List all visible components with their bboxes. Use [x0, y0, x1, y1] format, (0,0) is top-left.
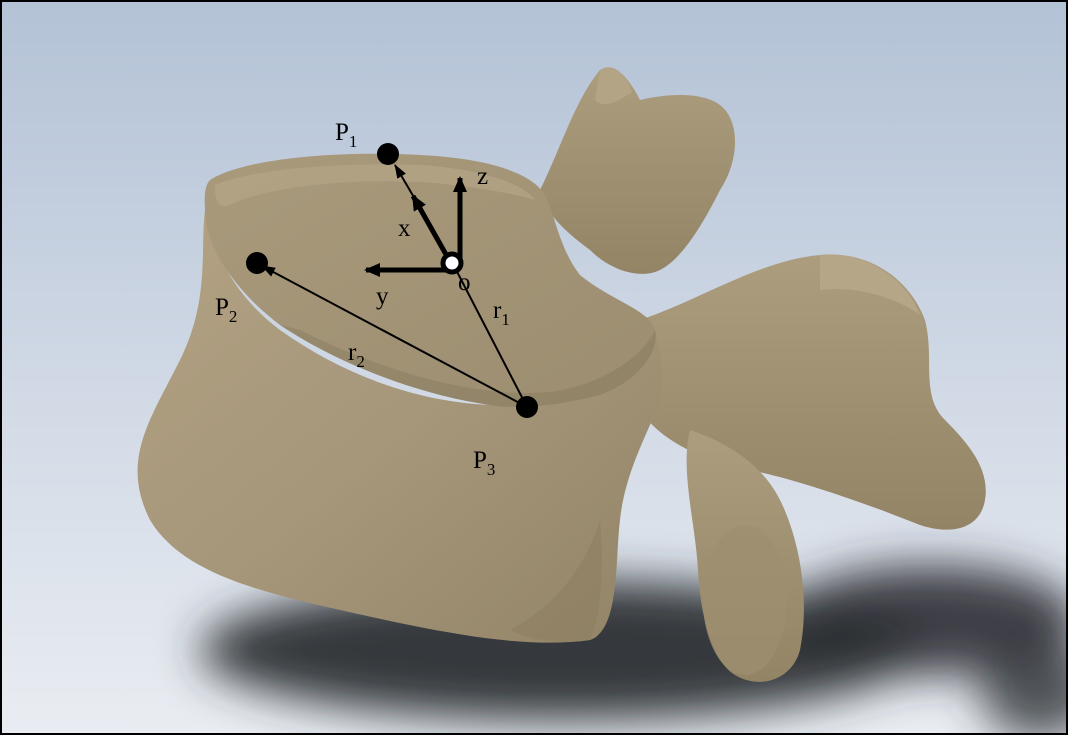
- point-p2: [246, 252, 268, 274]
- point-p3: [516, 396, 538, 418]
- label-axis-z: z: [477, 163, 488, 190]
- point-p1: [377, 143, 399, 165]
- label-axis-y: y: [376, 283, 389, 310]
- label-origin: o: [458, 269, 471, 296]
- label-axis-x: x: [398, 215, 411, 242]
